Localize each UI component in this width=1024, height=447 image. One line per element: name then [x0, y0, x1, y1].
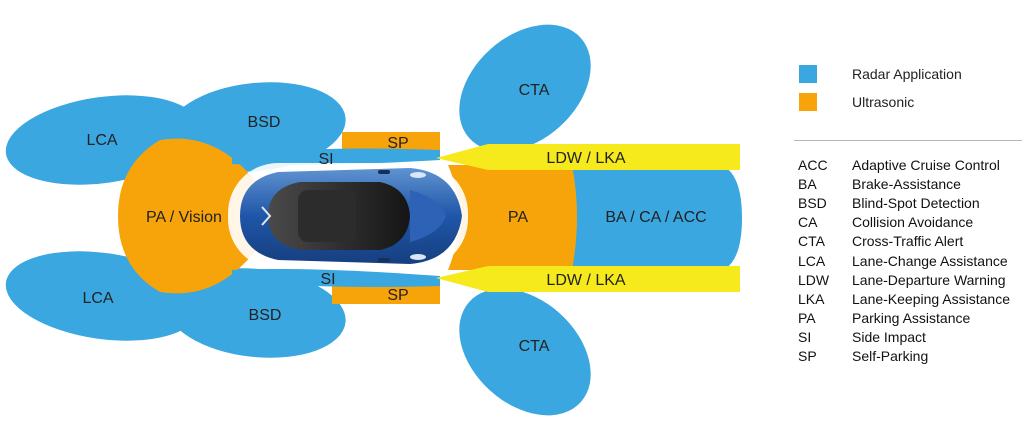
abbreviation-key: LCA — [798, 252, 826, 269]
abbreviation-key: BSD — [798, 194, 827, 211]
abbreviation-key: LDW — [798, 271, 830, 288]
label-sp-top: SP — [387, 135, 408, 152]
abbreviation-list: ACC Adaptive Cruise Control BA Brake-Assis… — [782, 155, 1022, 366]
abbreviation-key: PA — [798, 310, 816, 327]
abbreviation-meaning: Lane-Keeping Assistance — [852, 290, 1010, 307]
label-ldw-lka-top: LDW / LKA — [546, 150, 625, 167]
abbreviation-row: ACC Adaptive Cruise Control — [782, 155, 1022, 174]
zone-si-top — [232, 148, 440, 166]
abbreviation-meaning: Parking Assistance — [852, 310, 971, 327]
abbreviation-key: CTA — [798, 233, 825, 250]
zone-pa-vision — [118, 138, 262, 294]
legend-divider — [794, 140, 1022, 141]
abbreviation-key: BA — [798, 175, 817, 192]
abbreviation-meaning: Lane-Change Assistance — [852, 252, 1008, 269]
zone-si-bottom — [232, 268, 440, 287]
label-pa-vision: PA / Vision — [146, 209, 222, 226]
abbreviation-meaning: Self-Parking — [852, 348, 929, 365]
abbreviation-row: LKA Lane-Keeping Assistance — [782, 289, 1022, 308]
label-bsd-bottom: BSD — [249, 307, 282, 324]
abbreviation-meaning: Side Impact — [852, 329, 926, 346]
abbreviation-row: SP Self-Parking — [782, 347, 1022, 366]
zone-bsd-bottom — [166, 268, 346, 358]
zone-sp-top — [342, 132, 440, 152]
abbreviation-row: CTA Cross-Traffic Alert — [782, 232, 1022, 251]
abbreviation-meaning: Lane-Departure Warning — [852, 271, 1006, 288]
label-bsd-top: BSD — [248, 114, 281, 131]
zone-ldw-lka-bottom — [436, 266, 740, 292]
legend-label: Ultrasonic — [852, 94, 915, 110]
legend-label: Radar Application — [852, 66, 962, 82]
label-lca-bottom: LCA — [82, 290, 113, 307]
zone-cta-top — [459, 24, 591, 152]
car-icon — [228, 163, 468, 269]
radar-color-swatch — [799, 65, 817, 83]
abbreviation-row: PA Parking Assistance — [782, 309, 1022, 328]
abbreviation-meaning: Blind-Spot Detection — [852, 194, 980, 211]
sensor-coverage-diagram: LCA BSD CTA SP SI LDW / LKA PA / Vision … — [5, 24, 742, 416]
label-ldw-lka-bottom: LDW / LKA — [546, 272, 625, 289]
abbreviation-key: SI — [798, 329, 812, 346]
label-si-top: SI — [318, 151, 333, 168]
zone-ba-ca-acc — [560, 163, 742, 273]
label-sp-bottom: SP — [387, 287, 408, 304]
legend: Radar Application Ultrasonic ACC Adaptive… — [782, 60, 1022, 366]
abbreviation-row: LDW Lane-Departure Warning — [782, 270, 1022, 289]
label-si-bottom: SI — [320, 271, 335, 288]
label-pa-front: PA — [508, 209, 528, 226]
zone-sp-bottom — [332, 284, 440, 304]
zone-cta-bottom — [459, 288, 591, 416]
abbreviation-row: BA Brake-Assistance — [782, 174, 1022, 193]
abbreviation-row: BSD Blind-Spot Detection — [782, 193, 1022, 212]
label-lca-top: LCA — [86, 132, 117, 149]
abbreviation-meaning: Adaptive Cruise Control — [852, 156, 1000, 173]
label-ba-ca-acc: BA / CA / ACC — [605, 209, 706, 226]
legend-item-ultrasonic: Ultrasonic — [782, 88, 1022, 116]
ultrasonic-color-swatch — [799, 93, 817, 111]
abbreviation-meaning: Collision Avoidance — [852, 214, 974, 231]
zone-ldw-lka-top — [436, 144, 740, 170]
abbreviation-key: CA — [798, 214, 818, 231]
abbreviation-row: LCA Lane-Change Assistance — [782, 251, 1022, 270]
legend-item-radar: Radar Application — [782, 60, 1022, 88]
abbreviation-meaning: Brake-Assistance — [852, 175, 961, 192]
abbreviation-meaning: Cross-Traffic Alert — [852, 233, 964, 250]
label-cta-bottom: CTA — [519, 338, 550, 355]
zone-pa-front — [448, 165, 577, 270]
abbreviation-key: SP — [798, 348, 817, 365]
label-cta-top: CTA — [519, 82, 550, 99]
abbreviation-key: LKA — [798, 290, 825, 307]
abbreviation-key: ACC — [798, 156, 828, 173]
abbreviation-row: CA Collision Avoidance — [782, 213, 1022, 232]
abbreviation-row: SI Side Impact — [782, 328, 1022, 347]
